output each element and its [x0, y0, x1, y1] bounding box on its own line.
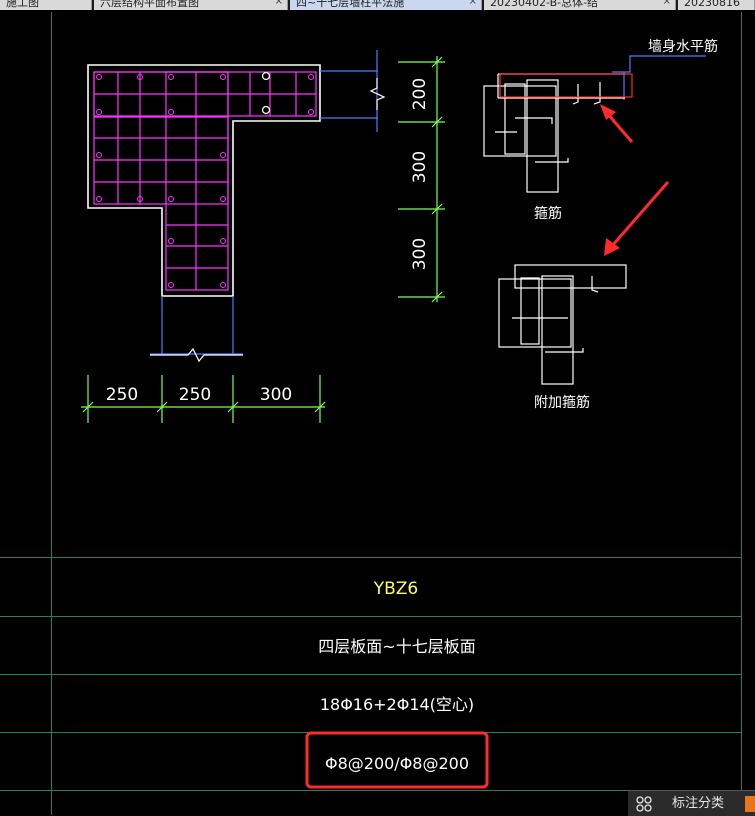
label-stirrup: 箍筋 — [534, 205, 562, 222]
break-symbol — [150, 78, 386, 363]
annotation-arrow-1 — [600, 104, 634, 143]
grid-icon[interactable] — [636, 796, 652, 812]
tab-label: 20230816 — [684, 0, 740, 9]
tab-4[interactable]: 20230402-B-总体-结 × — [484, 0, 676, 10]
tab-bar: 施工图 六层结构平面布置图 × 四~十七层墙柱平法施 × 20230402-B-总体… — [0, 0, 755, 10]
tab-2[interactable]: 六层结构平面布置图 × — [94, 0, 288, 10]
label-extra-stirrup: 附加箍筋 — [534, 394, 590, 411]
wall-bar-highlight — [499, 73, 633, 98]
wall-bar-leader — [612, 55, 706, 100]
dim-v-300a: 300 — [410, 151, 430, 183]
status-indicator — [745, 796, 755, 812]
rebar-points — [96, 74, 314, 288]
dimension-horizontal — [81, 375, 326, 423]
dim-h-250a: 250 — [106, 385, 138, 405]
tab-3[interactable]: 四~十七层墙柱平法施 × — [290, 0, 482, 10]
dim-v-300b: 300 — [410, 238, 430, 270]
dimension-vertical — [398, 56, 445, 303]
column-stirrup: Φ8@200/Φ8@200 — [325, 754, 469, 773]
dim-v-200: 200 — [410, 78, 430, 110]
table-grid — [0, 12, 742, 815]
tab-label: 四~十七层墙柱平法施 — [296, 0, 405, 9]
tab-label: 20230402-B-总体-结 — [490, 0, 599, 9]
dim-h-250b: 250 — [179, 385, 211, 405]
close-icon[interactable]: × — [274, 0, 283, 7]
tab-1[interactable]: 施工图 — [0, 0, 92, 10]
column-outline — [87, 64, 321, 297]
hollow-bars — [261, 71, 271, 115]
tab-label: 施工图 — [6, 0, 39, 9]
rebar-stirrups — [93, 71, 317, 291]
label-wall-bar: 墙身水平筋 — [648, 38, 718, 55]
tab-label: 六层结构平面布置图 — [100, 0, 199, 9]
status-bar: 标注分类 — [628, 790, 755, 816]
column-id: YBZ6 — [373, 579, 419, 599]
dim-h-300: 300 — [260, 385, 292, 405]
annotation-arrow-2 — [604, 181, 670, 256]
column-rebar: 18Φ16+2Φ14(空心) — [320, 695, 474, 714]
stirrup-detail — [483, 73, 625, 193]
highlight-box — [305, 731, 489, 789]
column-floors: 四层板面~十七层板面 — [318, 637, 475, 656]
close-icon[interactable]: × — [662, 0, 671, 7]
axis-lines — [150, 50, 378, 355]
close-icon[interactable]: × — [468, 0, 477, 7]
annotation-category-label[interactable]: 标注分类 — [672, 796, 725, 811]
extra-stirrup-detail — [498, 264, 627, 385]
